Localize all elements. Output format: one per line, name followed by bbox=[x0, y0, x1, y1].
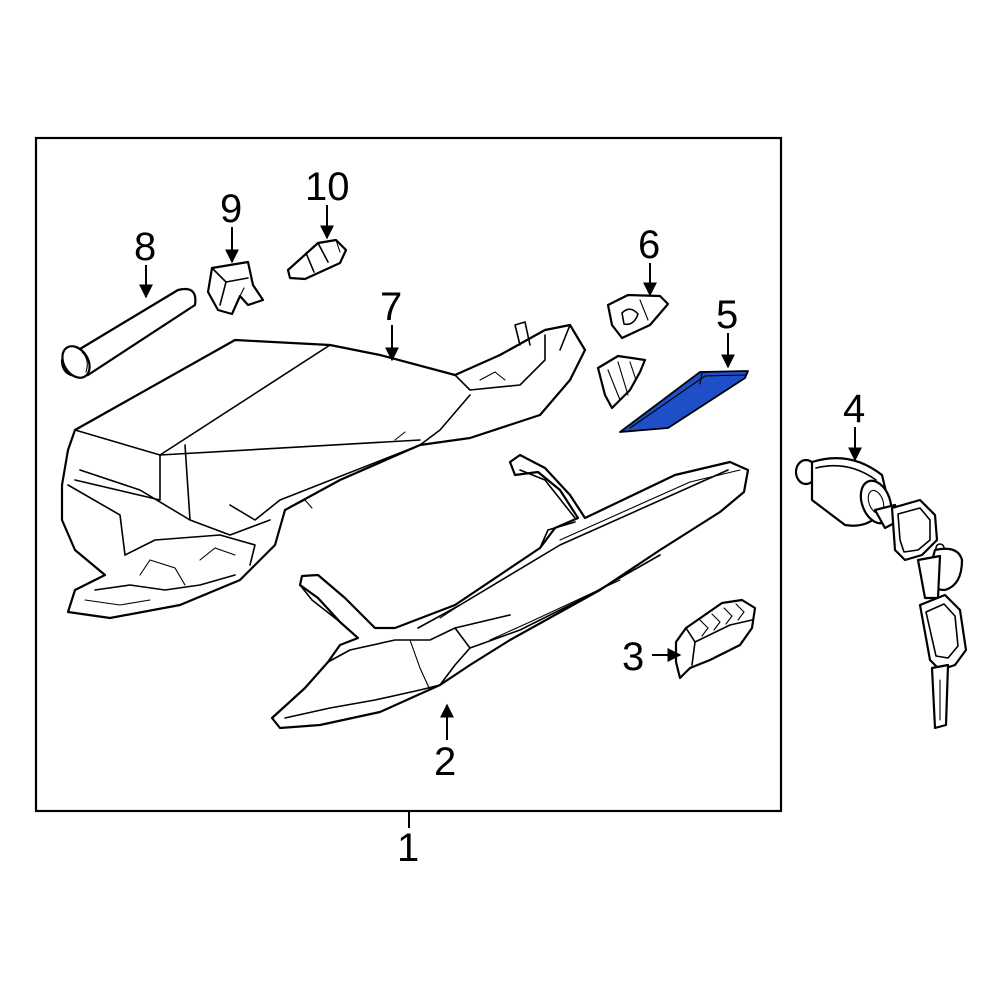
callout-10: 10 bbox=[305, 165, 350, 209]
hinge-cap-upper bbox=[606, 293, 670, 340]
callout-2: 2 bbox=[434, 740, 456, 784]
callout-arrows bbox=[139, 205, 862, 740]
callout-5: 5 bbox=[716, 293, 738, 337]
callout-8: 8 bbox=[134, 225, 156, 269]
glove-box-bin bbox=[60, 321, 587, 620]
clip-part bbox=[206, 260, 265, 316]
hinge-cap-lower bbox=[596, 354, 647, 410]
cylinder-part bbox=[60, 287, 197, 379]
keys-part bbox=[890, 498, 968, 730]
latch-handle-part bbox=[674, 598, 757, 680]
bumper-part bbox=[286, 238, 348, 281]
lock-cylinder-part bbox=[794, 457, 902, 530]
highlighted-strip-part bbox=[619, 370, 749, 433]
callout-6: 6 bbox=[638, 223, 660, 267]
callout-1: 1 bbox=[397, 826, 419, 870]
glove-box-door bbox=[270, 453, 750, 730]
callout-4: 4 bbox=[843, 387, 865, 431]
callout-9: 9 bbox=[220, 187, 242, 231]
callout-7: 7 bbox=[380, 285, 402, 329]
callout-3: 3 bbox=[622, 635, 644, 679]
